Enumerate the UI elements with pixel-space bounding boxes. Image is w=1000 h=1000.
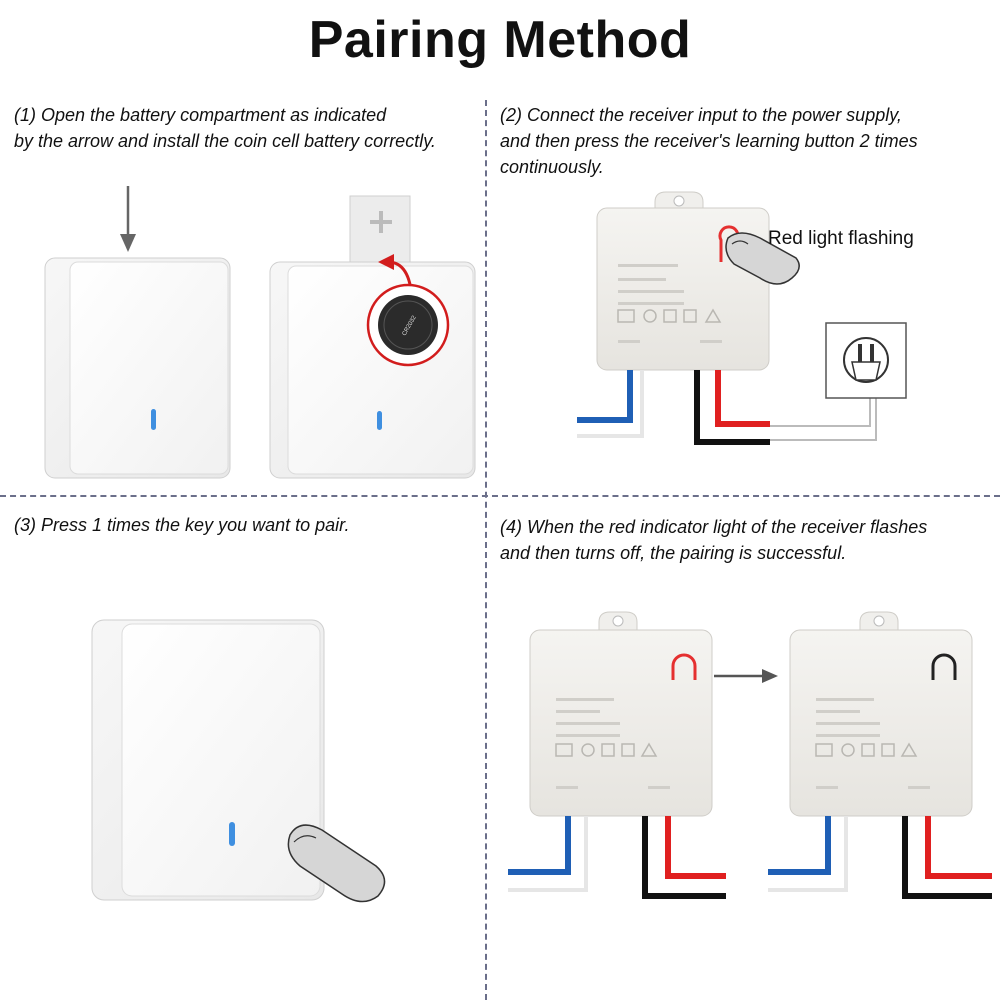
step-4-line-1: (4) When the red indicator light of the …: [500, 517, 928, 537]
page-title: Pairing Method: [308, 11, 692, 69]
switch-panel-closed: [44, 257, 231, 479]
led-indicator: [151, 409, 156, 430]
indicator-loop-icon: [671, 653, 697, 680]
vertical-divider: [485, 100, 487, 1000]
step-3-line-1: (3) Press 1 times the key you want to pa…: [14, 515, 350, 535]
step-3-text: (3) Press 1 times the key you want to pa…: [14, 512, 349, 538]
down-arrow-icon: [120, 186, 136, 252]
step-4-text: (4) When the red indicator light of the …: [500, 514, 927, 566]
led-indicator: [377, 411, 382, 430]
finger-icon: [287, 824, 386, 903]
switch-panel-open: CR2032: [269, 195, 476, 479]
red-light-callout: Red light flashing: [768, 228, 914, 249]
plus-icon: [370, 211, 392, 233]
receiver-wires: [577, 370, 877, 445]
step-1-line-2: by the arrow and install the coin cell b…: [14, 131, 436, 151]
receiver-module: [596, 191, 800, 371]
step-1-text: (1) Open the battery compartment as indi…: [14, 102, 436, 154]
step-2-text: (2) Connect the receiver input to the po…: [500, 102, 918, 180]
indicator-loop-icon: [931, 653, 957, 680]
switch-panel-press: [91, 619, 386, 903]
horizontal-divider: [0, 495, 1000, 497]
certification-marks-icon: [815, 742, 918, 757]
step-1-line-1: (1) Open the battery compartment as indi…: [14, 105, 387, 125]
step-2-line-3: continuously.: [500, 157, 604, 177]
led-indicator: [229, 822, 235, 846]
coin-battery-icon: CR2032: [366, 283, 450, 367]
step-2-line-2: and then press the receiver's learning b…: [500, 131, 918, 151]
step-4-line-2: and then turns off, the pairing is succe…: [500, 543, 847, 563]
receiver-wires: [508, 816, 992, 899]
certification-marks-icon: [555, 742, 658, 757]
receiver-module-flashing: [529, 611, 713, 817]
certification-marks-icon: [617, 308, 722, 323]
power-socket-icon: [825, 322, 907, 399]
right-arrow-icon: [714, 669, 778, 683]
receiver-module-off: [789, 611, 973, 817]
finger-icon: [725, 232, 800, 285]
step-2-line-1: (2) Connect the receiver input to the po…: [500, 105, 902, 125]
